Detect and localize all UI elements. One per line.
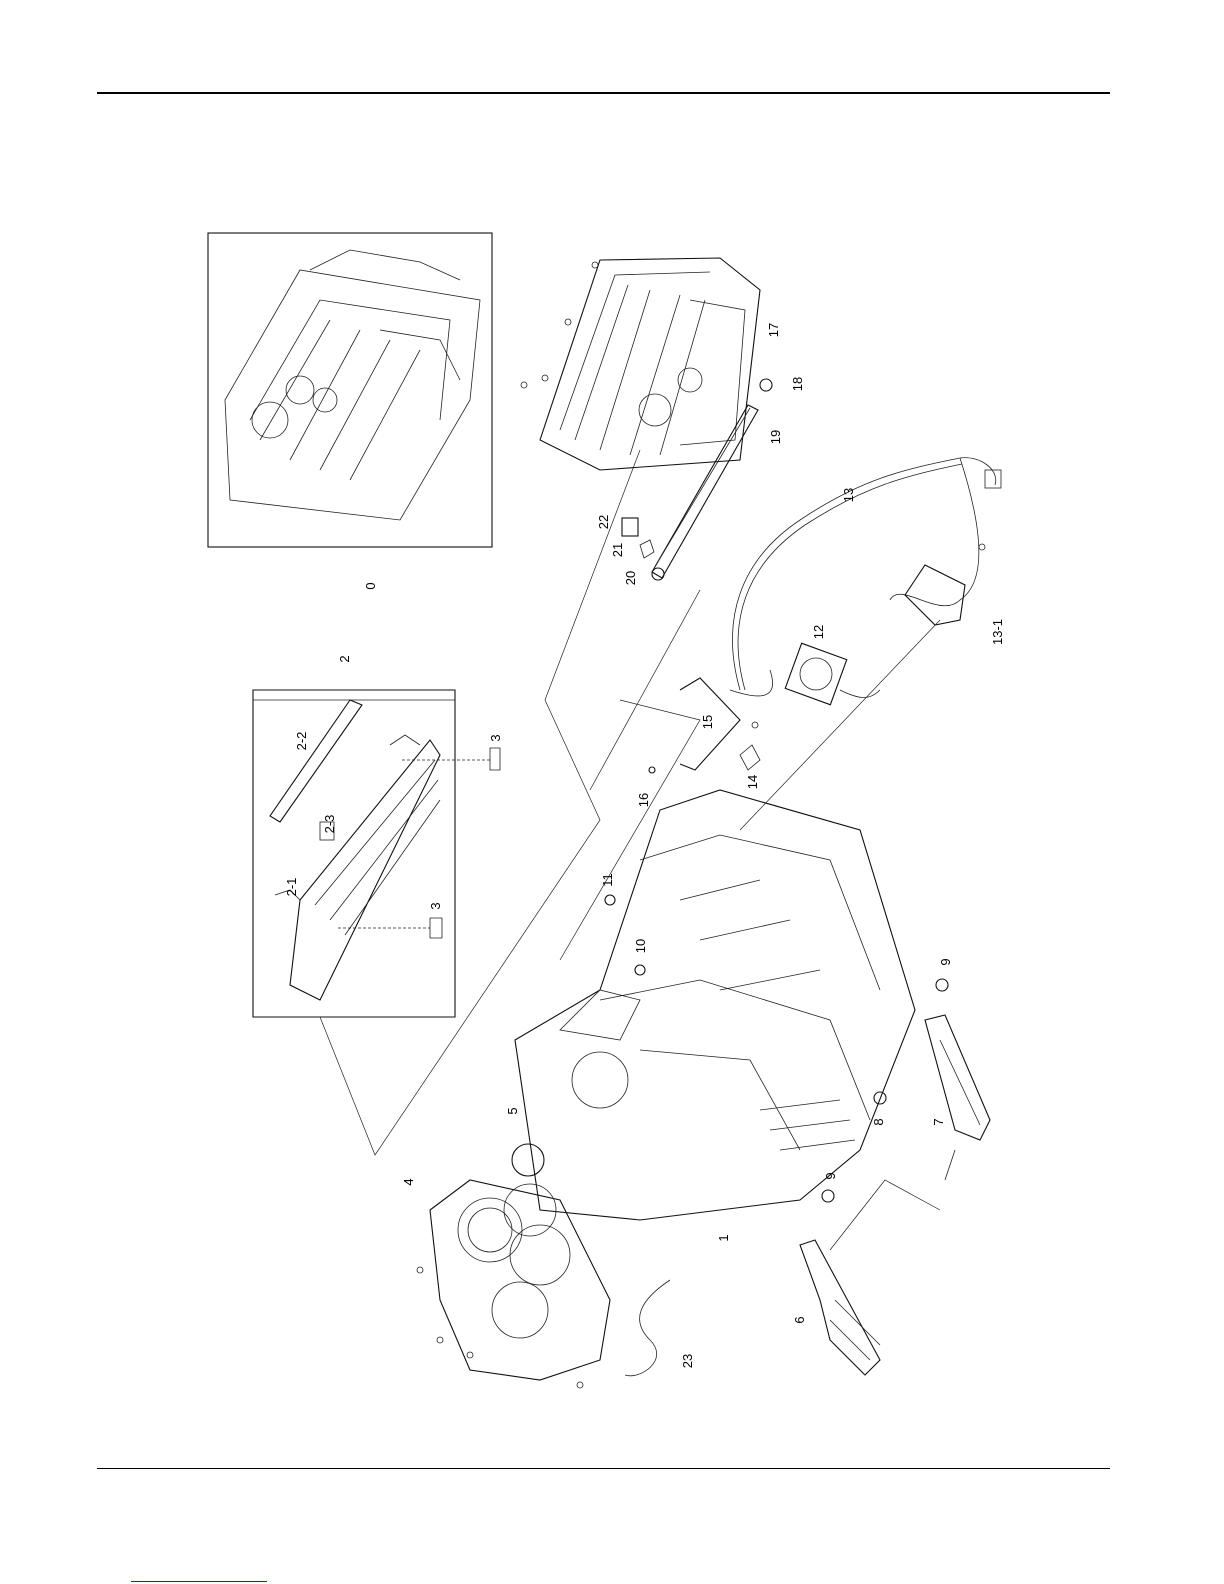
label-0: 0 [363,582,378,589]
label-2: 2 [337,655,352,662]
label-12: 12 [811,625,826,639]
label-13-1: 13-1 [990,619,1005,645]
bushing-20 [652,568,664,580]
label-2-2: 2-2 [294,732,309,751]
screw-14 [752,722,758,728]
foot-9a [936,979,948,991]
label-2-1: 2-1 [284,878,299,897]
label-17: 17 [766,323,781,337]
label-6: 6 [792,1316,807,1323]
bushing-18 [760,379,772,391]
assembly-inset [208,233,492,547]
spring-21 [640,540,654,558]
label-14: 14 [745,775,760,789]
cooling-fan [785,643,880,705]
main-frame [515,790,915,1220]
label-2-3: 2-3 [322,815,337,834]
foot-9b [822,1190,834,1202]
label-21: 21 [610,543,625,557]
label-9a: 9 [938,958,953,965]
gear-5 [512,1144,544,1176]
guide-assembly-box [253,690,455,1017]
bracket-22 [622,518,638,536]
label-4: 4 [401,1178,416,1185]
label-1: 1 [716,1234,731,1241]
label-19: 19 [768,430,783,444]
label-18: 18 [790,377,805,391]
spring-10 [635,965,645,975]
gear-side-plate [417,1180,610,1388]
label-16: 16 [636,793,651,807]
main-harness [730,458,1001,696]
label-22: 22 [596,515,611,529]
spring-3a [490,748,500,770]
label-20: 20 [623,571,638,585]
label-10: 10 [633,939,648,953]
cable-23 [625,1280,670,1376]
sensor-14 [740,745,760,770]
label-5: 5 [505,1107,520,1114]
fuser-unit [521,258,760,470]
label-8: 8 [871,1118,886,1125]
label-3b: 3 [428,902,443,909]
label-23: 23 [680,1354,695,1368]
spring-3b [430,918,442,938]
side-guide-6 [800,1240,880,1375]
heat-roller [652,405,758,578]
spring-11 [605,895,615,905]
label-11: 11 [600,873,615,887]
label-7: 7 [931,1118,946,1125]
label-3a: 3 [488,734,503,741]
label-13: 13 [841,488,856,502]
label-9b: 9 [823,1172,838,1179]
label-15: 15 [700,715,715,729]
screw-16 [649,767,655,773]
